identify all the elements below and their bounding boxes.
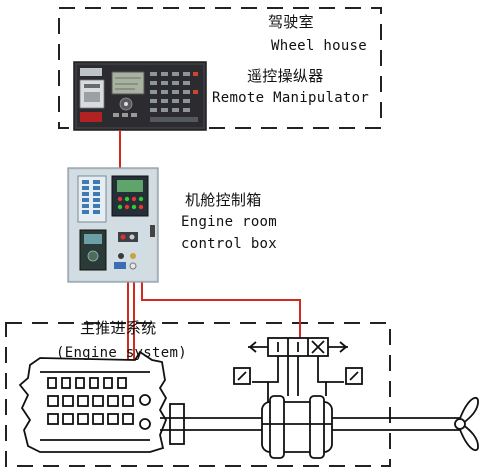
pressure-switch-right <box>345 367 363 385</box>
remote-manipulator-label-en: Remote Manipulator <box>212 90 370 106</box>
manipulator-screen <box>111 71 145 95</box>
wheelhouse-label-cn: 驾驶室 <box>268 13 314 31</box>
engine-system-region <box>5 322 391 467</box>
engine-room-box-label-cn: 机舱控制箱 <box>185 191 262 209</box>
wheelhouse-label-en: Wheel house <box>271 38 368 54</box>
solenoid-valve <box>248 337 348 357</box>
engine-system-label-cn: 主推进系统 <box>80 319 157 337</box>
propeller <box>454 396 479 452</box>
engine-block <box>18 350 168 453</box>
engine-room-box-label-en-line1: Engine room <box>181 214 278 230</box>
pressure-switch-left <box>233 367 251 385</box>
engine-room-box-label-en-line2: control box <box>181 236 278 252</box>
remote-manipulator-panel <box>73 61 207 131</box>
gearbox <box>261 395 333 459</box>
manipulator-button-grid <box>150 72 190 112</box>
wheelhouse-region <box>58 7 382 129</box>
engine-system-label-en: (Engine system) <box>56 345 187 361</box>
hydraulic-lines <box>252 356 344 402</box>
engine-room-control-box <box>67 167 159 283</box>
coupling-flange <box>169 403 185 445</box>
remote-manipulator-label-cn: 遥控操纵器 <box>247 67 324 85</box>
